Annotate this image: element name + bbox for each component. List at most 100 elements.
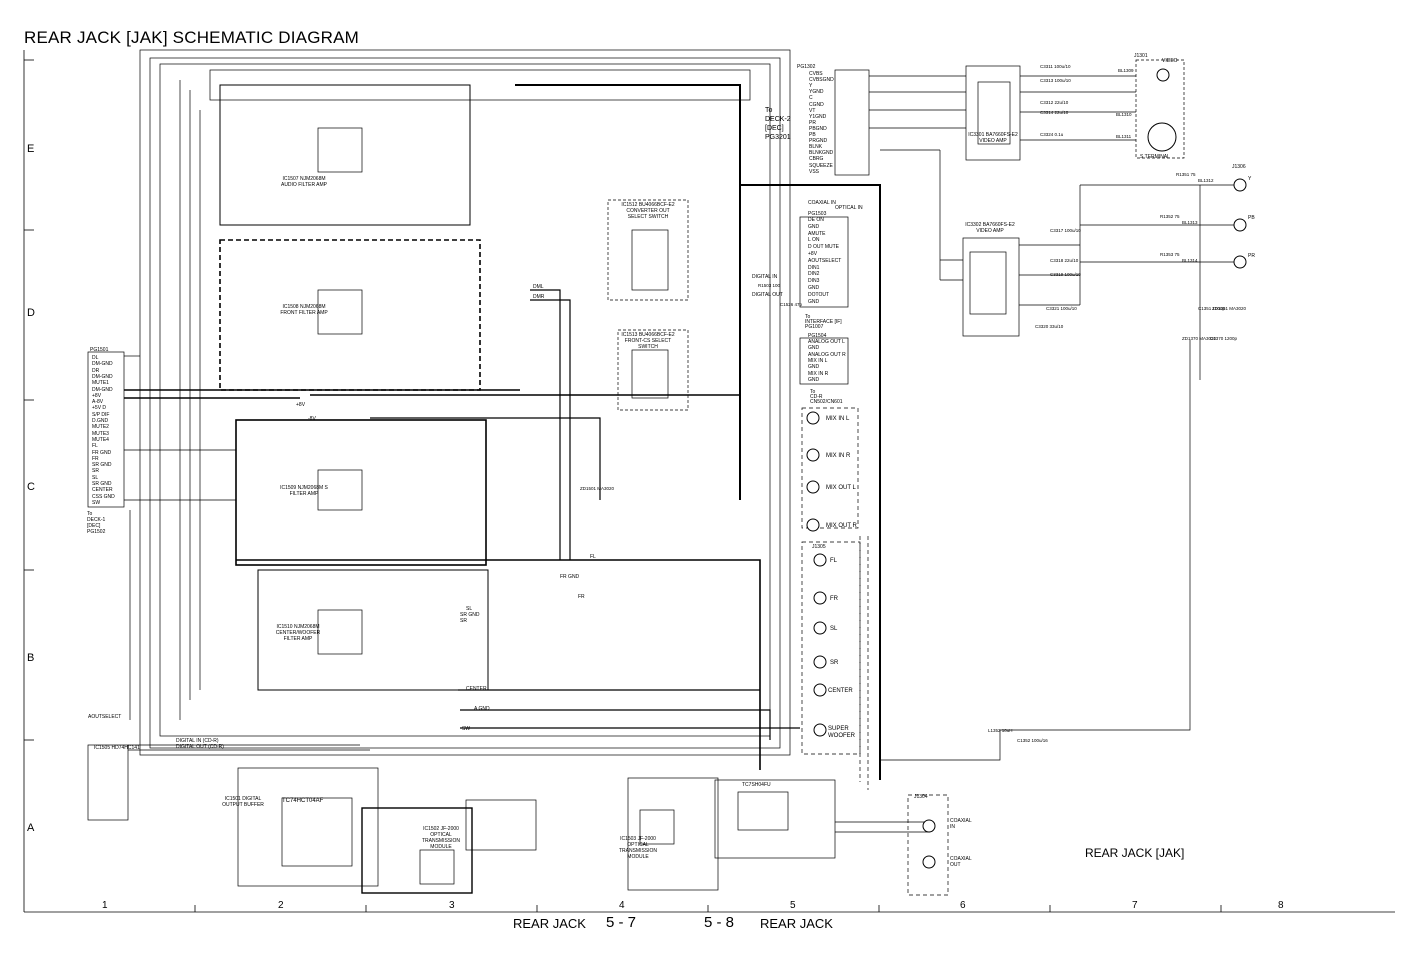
- grid-col-7: 7: [1132, 900, 1138, 911]
- pg1501-pin: MUTE1: [92, 380, 109, 387]
- svg-text:SR: SR: [460, 618, 467, 624]
- part-label: C3317 100u/10: [1050, 228, 1081, 233]
- pg1501-pin: DM-GND: [92, 386, 113, 393]
- footer-right-label: REAR JACK: [760, 916, 833, 931]
- svg-text:J1304: J1304: [914, 794, 928, 800]
- part-label: C1352 100u/16: [1017, 738, 1048, 743]
- tc7s04-label: TC7SH04FU: [742, 782, 771, 788]
- pg1302-pin: Y1GND: [809, 113, 827, 120]
- pg1302-pin: PRGND: [809, 138, 828, 145]
- pg1302-pin: BLNK: [809, 144, 823, 151]
- ic1512-label: IC1512 BU4066BCF-E2 CONVERTER OUT SELECT…: [621, 202, 675, 220]
- part-label: R1353 75: [1160, 252, 1180, 257]
- svg-text:CENTER: CENTER: [466, 686, 487, 692]
- part-label: BL1314: [1182, 258, 1198, 263]
- svg-text:Y: Y: [1248, 176, 1252, 182]
- svg-text:COAXIAL: COAXIAL: [950, 818, 972, 824]
- ic1509-label: IC1509 NJM2068M S FILTER AMP: [280, 485, 328, 497]
- svg-text:MIX OUT R: MIX OUT R: [826, 523, 858, 529]
- pg1503-pin: DOTOUT: [808, 291, 830, 298]
- pg1503-pin: DE ON: [808, 217, 824, 223]
- svg-text:To: To: [805, 314, 811, 320]
- svg-text:SUPER: SUPER: [828, 726, 849, 732]
- pg1501-pin: MUTE4: [92, 436, 109, 443]
- svg-text:AOUTSELECT: AOUTSELECT: [88, 714, 121, 720]
- part-label: C3324 0.1u: [1040, 132, 1064, 137]
- pg1302-pin: PBGND: [809, 125, 827, 132]
- pg1503-pin: GND: [808, 285, 820, 291]
- svg-text:PG3201: PG3201: [765, 134, 791, 141]
- pg1503-pin: GND: [808, 223, 820, 230]
- svg-text:DMR: DMR: [533, 294, 545, 300]
- grid-col-6: 6: [960, 900, 966, 911]
- svg-text:SL: SL: [466, 606, 472, 612]
- grid-row-c: C: [27, 481, 35, 493]
- svg-text:PG1501: PG1501: [90, 347, 109, 353]
- pg1503-pin: AOUTSELECT: [808, 257, 842, 264]
- svg-text:MIX IN R: MIX IN R: [826, 453, 851, 459]
- pg1503-pin: DIN1: [808, 264, 820, 271]
- svg-text:MIX OUT L: MIX OUT L: [826, 485, 857, 491]
- pg1503-pin: DIN3: [808, 278, 820, 285]
- svg-text:DECK-2: DECK-2: [765, 116, 791, 123]
- part-label: C3319 100u/10: [1050, 272, 1081, 277]
- svg-text:VIDEO: VIDEO: [1162, 58, 1178, 64]
- ic1510-label: IC1510 NJM2068M CENTER/WOOFER FILTER AMP: [275, 624, 321, 642]
- pg1302-pin: VSS: [809, 168, 820, 175]
- svg-text:DML: DML: [533, 284, 544, 290]
- tc74hct-label: TC74HCT04AF: [282, 798, 324, 804]
- grid-col-8: 8: [1278, 900, 1284, 911]
- svg-text:CN502/CN601: CN502/CN601: [810, 399, 843, 405]
- pg1501-pin: CSS GND: [92, 493, 115, 500]
- pg1302-pin: C: [809, 95, 813, 102]
- pg1302-pin: BLNKGND: [809, 150, 834, 157]
- pg1302-pin: CGND: [809, 101, 824, 108]
- part-label: BL1311: [1116, 134, 1132, 139]
- part-label: BL1309: [1118, 68, 1134, 73]
- pg1504-pin: ANALOG OUT L: [808, 339, 845, 345]
- pg1504-pin: MIX IN L: [808, 357, 828, 364]
- svg-text:COAXIAL: COAXIAL: [950, 856, 972, 862]
- part-label: C3320 33u/10: [1035, 324, 1064, 329]
- svg-text:To: To: [765, 107, 773, 114]
- svg-text:J1306: J1306: [1232, 164, 1246, 170]
- pg1501-pin: MUTE3: [92, 430, 109, 437]
- grid-col-5: 5: [790, 900, 796, 911]
- pg1302-pin: CVBS: [809, 71, 823, 77]
- part-label: R1351 75: [1176, 172, 1196, 177]
- pg1501-pin: DL: [92, 355, 99, 361]
- pg1504-pin: ANALOG OUT R: [808, 351, 846, 358]
- pg1501-pin: FR GND: [92, 449, 112, 456]
- footer-right-page: 5 - 8: [704, 914, 735, 931]
- svg-text:DIGITAL IN (CD-R): DIGITAL IN (CD-R): [176, 738, 219, 744]
- svg-text:To: To: [810, 389, 816, 395]
- svg-text:SR GND: SR GND: [460, 612, 480, 618]
- pg1302-pin: CBRG: [809, 156, 824, 163]
- pg1503-pin: L ON: [808, 237, 820, 244]
- svg-text:[DEC]: [DEC]: [765, 125, 784, 132]
- part-label: C3313 100u/10: [1040, 78, 1071, 83]
- svg-text:CENTER: CENTER: [828, 688, 853, 694]
- footer-left-label: REAR JACK: [513, 916, 586, 931]
- svg-text:PB: PB: [1248, 215, 1255, 221]
- grid-row-b: B: [27, 652, 35, 664]
- part-label: C3318 22u/10: [1050, 258, 1079, 263]
- pg1503-pin: +8V: [808, 251, 818, 257]
- part-label: C3314 22u/10: [1040, 110, 1069, 115]
- svg-text:-8V: -8V: [308, 416, 316, 422]
- svg-text:MIX IN L: MIX IN L: [826, 416, 850, 422]
- part-label: C1370 1200p: [1210, 336, 1238, 341]
- pg1504-pin: GND: [808, 364, 820, 371]
- ic1505-label: IC1505 HD74HC141: [94, 745, 140, 751]
- pg1503-pin: D OUT MUTE: [808, 244, 840, 251]
- svg-text:COAXIAL IN: COAXIAL IN: [808, 200, 836, 206]
- part-label: ZD1501 MA3020: [580, 486, 615, 491]
- part-label: C1526 47p: [780, 302, 803, 307]
- pg1501-pin: DM-GND: [92, 361, 113, 368]
- section-subtitle: REAR JACK [JAK]: [1085, 846, 1185, 860]
- pg1501-pin: DR: [92, 367, 100, 374]
- pg1501-pin: SR GND: [92, 462, 112, 469]
- pg1501-pin: +8V: [92, 392, 102, 399]
- svg-text:CD-R: CD-R: [810, 394, 823, 400]
